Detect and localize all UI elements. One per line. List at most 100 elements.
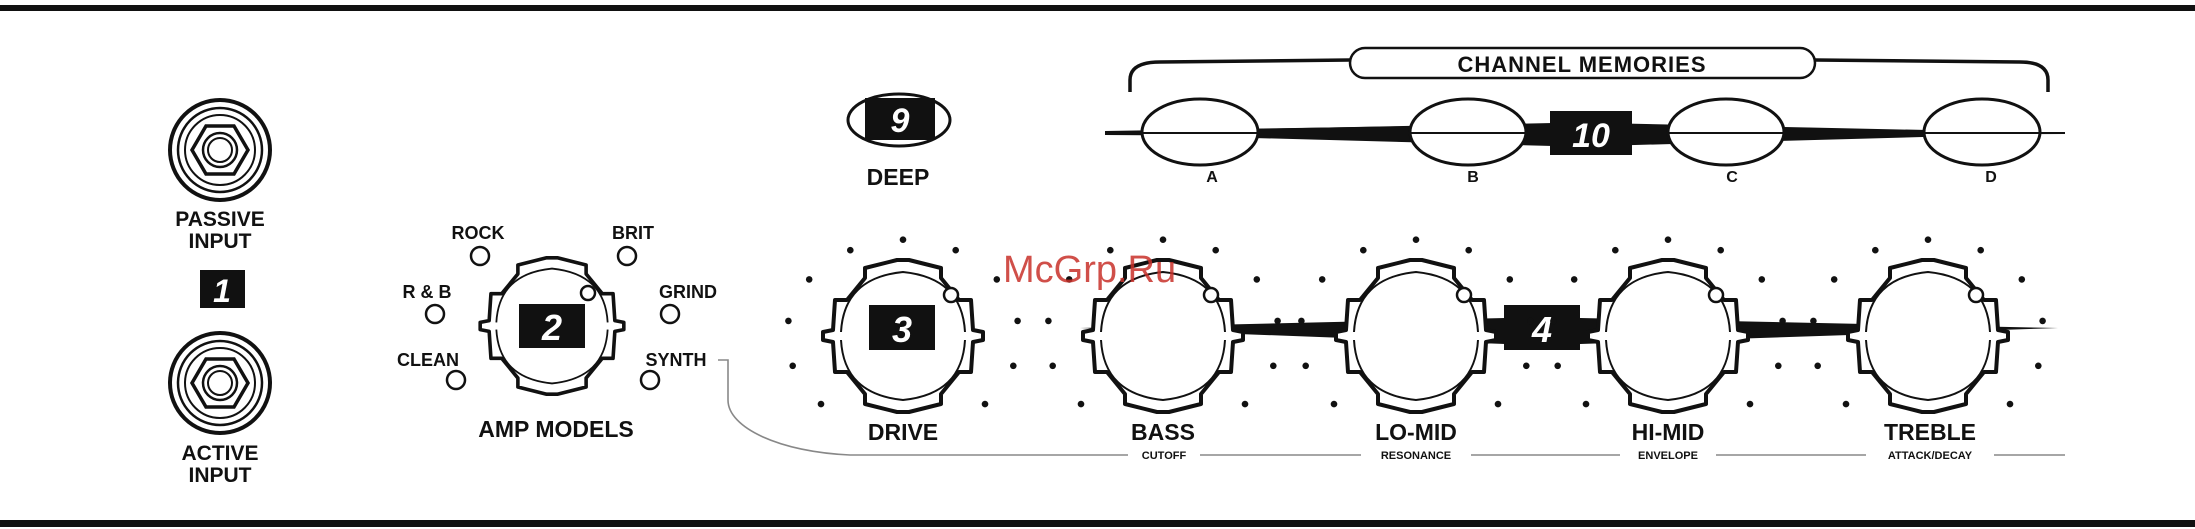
lo-mid-sub-label: RESONANCE <box>1381 450 1451 462</box>
channel-memory-label-c: C <box>1726 169 1738 186</box>
treble-sub-label: ATTACK/DECAY <box>1888 450 1973 462</box>
bass-scale-dot <box>1049 363 1056 370</box>
amp-model-led-rnb <box>426 305 444 323</box>
passive-input-label-line2: INPUT <box>189 230 252 253</box>
drive-scale-dot <box>900 236 907 243</box>
drive-scale-dot <box>806 276 813 283</box>
hi-mid-scale-dot <box>1554 363 1561 370</box>
amp-model-led-brit <box>618 247 636 265</box>
bass-scale-dot <box>1212 247 1219 254</box>
drive-scale-dot <box>1010 363 1017 370</box>
callout-3-badge: 3 <box>869 305 935 350</box>
bass-sub-label: CUTOFF <box>1142 450 1187 462</box>
callout-9-number: 9 <box>891 102 910 140</box>
callout-4-number: 4 <box>1531 309 1552 350</box>
watermark: McGrp.Ru <box>1003 249 1176 291</box>
lo-mid-scale-dot <box>1319 276 1326 283</box>
hi-mid-label: HI-MID <box>1632 419 1705 445</box>
lo-mid-scale-dot <box>1507 276 1514 283</box>
deep-label: DEEP <box>867 164 930 190</box>
drive-scale-dot <box>847 247 854 254</box>
active-input-label-line2: INPUT <box>189 464 252 487</box>
hi-mid-scale-dot <box>1759 276 1766 283</box>
active-input-jack[interactable] <box>170 333 270 433</box>
bass-scale-dot <box>1254 276 1261 283</box>
amp-model-option-rock: ROCK <box>452 223 505 243</box>
treble-scale-dot <box>2035 363 2042 370</box>
bass-scale-dot <box>1274 318 1281 325</box>
callout-2-number: 2 <box>541 307 562 348</box>
bass-scale-dot <box>1270 363 1277 370</box>
treble-scale-dot <box>2007 401 2014 408</box>
bass-scale-dot <box>1045 318 1052 325</box>
active-input-label-line1: ACTIVE <box>181 442 258 465</box>
hi-mid-scale-dot <box>1747 401 1754 408</box>
bass-label: BASS <box>1131 419 1195 445</box>
lo-mid-label: LO-MID <box>1375 419 1457 445</box>
treble-scale-dot <box>2019 276 2026 283</box>
treble-scale-dot <box>1831 276 1838 283</box>
bass-scale-dot <box>1242 401 1249 408</box>
hi-mid-scale-dot <box>1612 247 1619 254</box>
treble-scale-dot <box>1872 247 1879 254</box>
amp-model-option-synth: SYNTH <box>645 350 706 370</box>
treble-scale-dot <box>1814 363 1821 370</box>
channel-memory-label-a: A <box>1206 169 1218 186</box>
amp-model-led-grind <box>661 305 679 323</box>
treble-scale-dot <box>2039 318 2046 325</box>
drive-scale-dot <box>952 247 959 254</box>
callout-2-badge: 2 <box>519 304 585 348</box>
channel-memories-title: CHANNEL MEMORIES <box>1457 52 1706 77</box>
lo-mid-sub-label-group: RESONANCE <box>1361 448 1471 462</box>
amp-model-option-grind: GRIND <box>659 282 717 302</box>
hi-mid-scale-dot <box>1583 401 1590 408</box>
drive-scale-dot <box>994 276 1001 283</box>
amp-model-option-clean: CLEAN <box>397 350 459 370</box>
treble-scale-dot <box>1977 247 1984 254</box>
drive-scale-dot <box>982 401 989 408</box>
hi-mid-sub-label-group: ENVELOPE <box>1620 448 1716 462</box>
top-border <box>0 5 2195 11</box>
lo-mid-knob[interactable] <box>1336 260 1496 412</box>
callout-10-badge: 10 <box>1550 111 1632 155</box>
amp-model-led-clean <box>447 371 465 389</box>
callout-9-badge: 9 <box>865 98 935 140</box>
channel-memory-label-d: D <box>1985 169 1997 186</box>
lo-mid-scale-dot <box>1495 401 1502 408</box>
passive-input-jack[interactable] <box>170 100 270 200</box>
drive-scale-dot <box>818 401 825 408</box>
channel-memories-title-box: CHANNEL MEMORIES <box>1350 48 1815 78</box>
hi-mid-scale-dot <box>1665 236 1672 243</box>
lo-mid-scale-dot <box>1331 401 1338 408</box>
treble-scale-dot <box>1810 318 1817 325</box>
lo-mid-scale-dot <box>1298 318 1305 325</box>
hi-mid-scale-dot <box>1775 363 1782 370</box>
amp-model-led-synth <box>641 371 659 389</box>
lo-mid-scale-dot <box>1360 247 1367 254</box>
hi-mid-scale-dot <box>1571 276 1578 283</box>
channel-memory-label-b: B <box>1467 169 1479 186</box>
lo-mid-scale-dot <box>1413 236 1420 243</box>
amp-models-title: AMP MODELS <box>478 416 633 442</box>
treble-scale-dot <box>1925 236 1932 243</box>
treble-knob[interactable] <box>1848 260 2008 412</box>
hi-mid-scale-dot <box>1550 318 1557 325</box>
hi-mid-sub-label: ENVELOPE <box>1638 450 1698 462</box>
hi-mid-scale-dot <box>1717 247 1724 254</box>
amp-model-option-brit: BRIT <box>612 223 654 243</box>
drive-scale-dot <box>1014 318 1021 325</box>
lo-mid-scale-dot <box>1465 247 1472 254</box>
lo-mid-scale-dot <box>1302 363 1309 370</box>
callout-1-number: 1 <box>213 273 231 309</box>
bass-sub-label-group: CUTOFF <box>1128 448 1200 462</box>
bass-scale-dot <box>1160 236 1167 243</box>
drive-scale-dot <box>789 363 796 370</box>
treble-label: TREBLE <box>1884 419 1976 445</box>
treble-sub-label-group: ATTACK/DECAY <box>1866 448 1994 462</box>
bass-scale-dot <box>1078 401 1085 408</box>
callout-1-badge: 1 <box>200 270 245 309</box>
lo-mid-scale-dot <box>1523 363 1530 370</box>
drive-scale-dot <box>785 318 792 325</box>
hi-mid-knob[interactable] <box>1588 260 1748 412</box>
